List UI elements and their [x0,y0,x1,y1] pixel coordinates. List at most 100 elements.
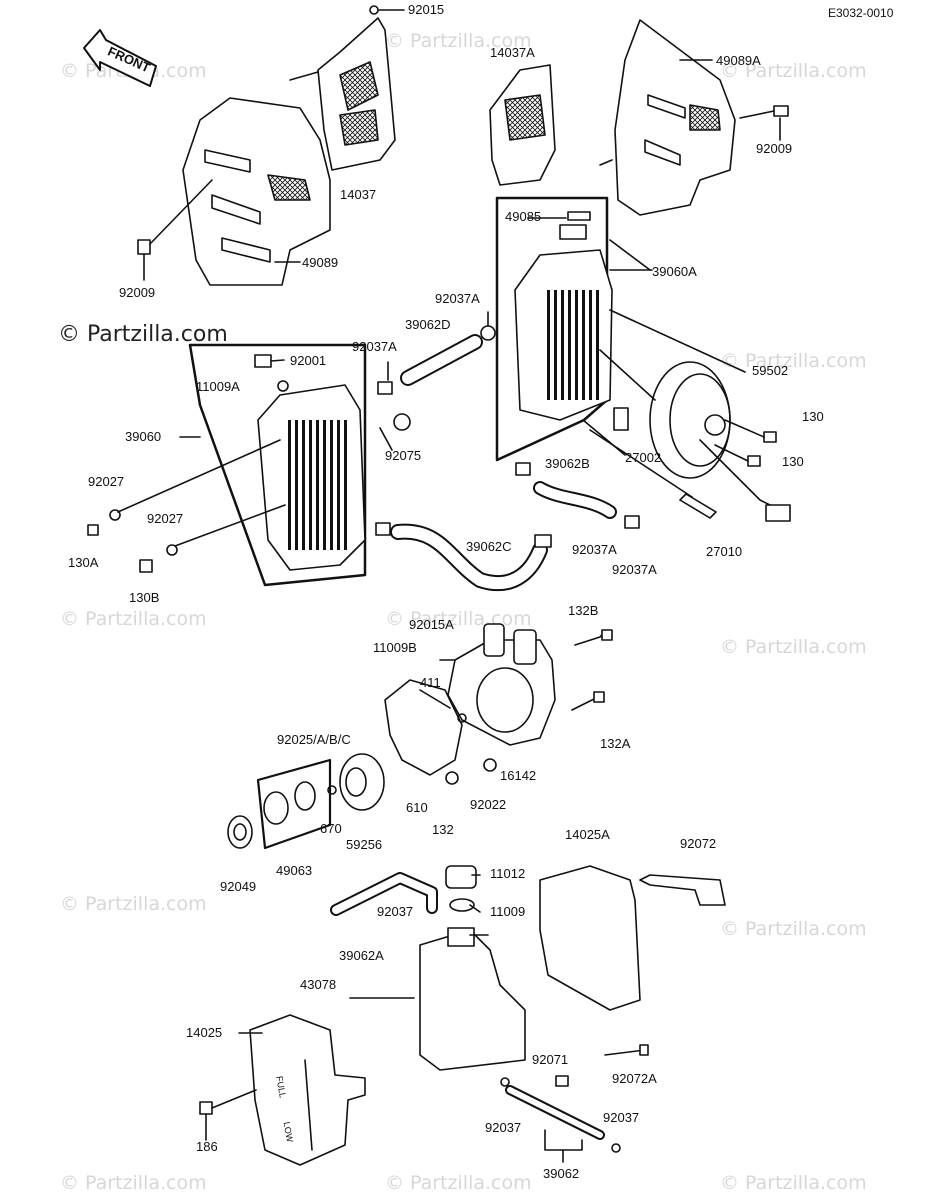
part-number[interactable]: 14037 [340,187,377,202]
part-number[interactable]: 670 [320,821,342,836]
bracket-92072 [639,874,726,906]
part-number[interactable]: 49089 [302,255,339,270]
part-number[interactable]: 130A [68,555,99,570]
gasket-icon [449,898,475,912]
part-number[interactable]: 39060 [125,429,162,444]
part-number[interactable]: 92001 [290,353,327,368]
right-radiator-39060A [514,224,613,421]
part-number[interactable]: 11012 [490,866,526,881]
thermo-switch-icon [613,407,629,431]
watermark: © Partzilla.com [385,30,532,52]
part-number[interactable]: 14037A [490,45,535,60]
part-number[interactable]: 92049 [220,879,257,894]
washer-icon [277,380,289,392]
part-number[interactable]: 39060A [652,264,697,279]
clamp-icon [480,325,496,341]
hose-39062A [330,872,438,916]
oring-icon [457,713,467,723]
part-number[interactable]: 411 [420,675,441,690]
part-number[interactable]: 27002 [625,450,662,465]
part-number[interactable]: 92025/A/B/C [277,732,351,747]
part-number[interactable]: 92072 [680,836,717,851]
part-number[interactable]: 16142 [500,768,537,783]
part-number[interactable]: 49063 [276,863,313,878]
part-number[interactable]: 92037 [485,1120,522,1135]
part-number[interactable]: 92071 [532,1052,569,1067]
part-number[interactable]: 49085 [505,209,542,224]
bolt-icon [714,444,761,467]
part-number[interactable]: 132B [568,603,599,618]
part-number[interactable]: 59502 [752,363,789,378]
part-number[interactable]: 130 [782,454,804,469]
watermark: © Partzilla.com [385,1172,532,1194]
bolt-icon [724,419,777,443]
part-number[interactable]: 39062C [466,539,512,554]
part-number[interactable]: 92009 [756,141,793,156]
watermark: © Partzilla.com [60,1172,207,1194]
part-number[interactable]: 39062D [405,317,451,332]
reservoir-tank [419,927,526,1071]
part-number[interactable]: 92037A [572,542,617,557]
bolt-icon [571,691,605,711]
watermark: © Partzilla.com [720,918,867,940]
part-number[interactable]: 59256 [346,837,383,852]
clamp-icon [534,534,552,548]
part-number[interactable]: 132 [432,822,454,837]
impeller [339,753,385,811]
part-number[interactable]: 39062A [339,948,384,963]
watermark: © Partzilla.com [720,1172,867,1194]
reservoir-cap [445,865,477,889]
part-number[interactable]: 92072A [612,1071,657,1086]
watermark: © Partzilla.com [60,608,207,630]
clamp-icon [377,381,393,395]
right-radiator-grille [489,64,556,186]
right-radiator-shroud [614,19,736,216]
part-number[interactable]: 92037A [352,339,397,354]
part-number[interactable]: 11009 [490,904,526,919]
temperature-sensor-icon [679,493,717,519]
part-number[interactable]: 92037A [612,562,657,577]
part-number[interactable]: 186 [196,1139,218,1154]
part-number[interactable]: 92037 [603,1110,640,1125]
part-number[interactable]: 14025A [565,827,610,842]
bolt-icon [199,1089,257,1115]
part-number[interactable]: 92015 [408,2,445,17]
hose-39062C [390,523,548,592]
mechanical-seal [263,781,316,825]
part-number[interactable]: 39062B [545,456,590,471]
part-number[interactable]: 130B [129,590,160,605]
mechanical-seal-box [256,758,332,850]
part-number[interactable]: 92022 [470,797,507,812]
part-number[interactable]: 11009B [373,640,417,655]
part-number[interactable]: 130 [802,409,824,424]
part-number[interactable]: 92037 [377,904,414,919]
part-number[interactable]: 43078 [300,977,337,992]
part-number[interactable]: 27010 [706,544,743,559]
washer-icon [483,758,497,772]
part-number[interactable]: 39062 [543,1166,580,1181]
grommet-icon [393,413,411,431]
part-number[interactable]: 92027 [88,474,125,489]
clamp-icon [375,522,391,536]
part-number[interactable]: 92027 [147,511,184,526]
part-number[interactable]: 92037A [435,291,480,306]
left-radiator-39060 [257,384,366,571]
oil-seal-icon [227,815,253,849]
part-number[interactable]: 11009A [196,379,240,394]
part-number[interactable]: 610 [406,800,428,815]
radiator-cap-icon [254,354,272,368]
part-number[interactable]: 92075 [385,448,422,463]
part-number[interactable]: 92009 [119,285,156,300]
left-radiator-shroud [182,97,331,286]
part-number[interactable]: 132A [600,736,631,751]
part-number[interactable]: 92015A [409,617,454,632]
bolt-icon [574,629,613,646]
clamp-icon [611,1143,621,1153]
bolt-icon [604,1044,649,1056]
water-pump-cover [447,623,556,746]
watermark: © Partzilla.com [720,636,867,658]
part-number[interactable]: 14025 [186,1025,223,1040]
part-number[interactable]: 49089A [716,53,761,68]
